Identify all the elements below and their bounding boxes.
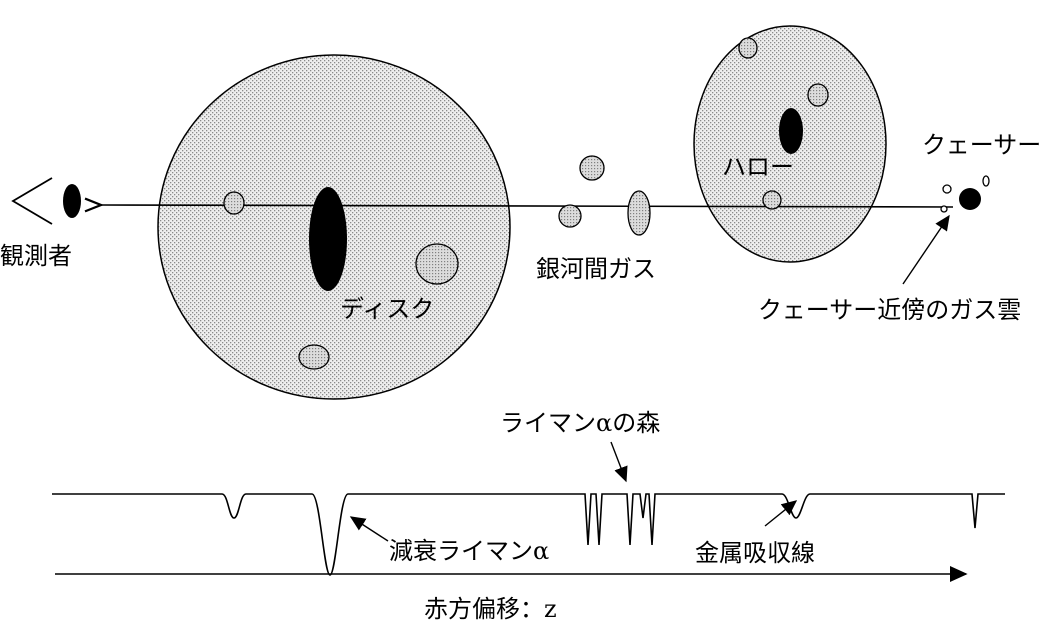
- damped-lyman-label: 減衰ライマンα: [389, 537, 550, 565]
- quasar-label: クェーサー: [922, 131, 1042, 159]
- halo-core: [779, 108, 803, 154]
- intergalactic-gas-label: 銀河間ガス: [536, 255, 656, 283]
- disk-cloud: [415, 243, 459, 285]
- intergalactic-cloud: [558, 204, 582, 228]
- redshift-axis-label: 赤方偏移：z: [424, 595, 557, 623]
- metal-lines-label: 金属吸収線: [695, 539, 815, 567]
- quasar-gas-bubble: [982, 175, 990, 187]
- disk-cloud: [223, 191, 245, 215]
- halo-cloud: [762, 190, 782, 210]
- quasar-gas-bubble: [940, 205, 948, 213]
- pointer-arrow-quasar-gas: [902, 214, 950, 285]
- lyman-forest-label: ライマンαの森: [500, 409, 661, 437]
- intergalactic-cloud: [627, 190, 651, 236]
- disk-core: [309, 187, 347, 291]
- disk-cloud: [298, 344, 330, 370]
- halo-cloud: [738, 37, 758, 59]
- eye-icon: [11, 177, 81, 225]
- pointer-arrow-damped-lyman: [349, 516, 389, 542]
- quasar-gas-bubble: [942, 184, 952, 194]
- pointer-arrow-lyman-forest: [610, 441, 628, 483]
- absorption-spectrum: [52, 493, 1005, 576]
- halo-cloud: [807, 83, 829, 107]
- observer-label: 観測者: [0, 242, 72, 270]
- halo-label: ハロー: [722, 153, 794, 181]
- quasar-gas-cloud-label: クェーサー近傍のガス雲: [758, 296, 1022, 324]
- disk-label: ディスク: [340, 295, 435, 323]
- quasar-icon: [959, 188, 981, 210]
- pointer-arrow-metal-lines: [764, 500, 798, 527]
- intergalactic-cloud: [579, 155, 605, 181]
